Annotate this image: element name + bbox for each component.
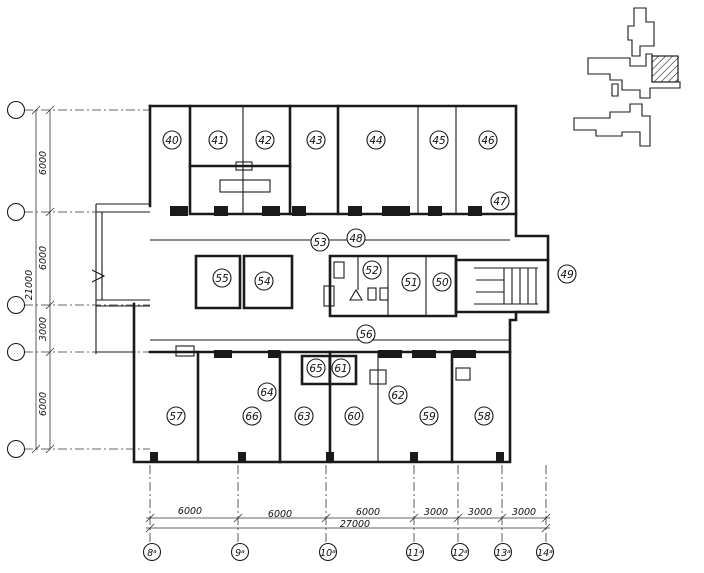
columns: [150, 206, 504, 462]
room-40-label: 40: [165, 135, 179, 147]
room-62-label: 62: [391, 390, 405, 402]
axis-label-10a: 10ᵃ: [320, 548, 336, 559]
room-41-label: 41: [211, 135, 224, 147]
dim-vertical-3: 3000: [38, 317, 49, 341]
room-57-label: 57: [169, 411, 183, 423]
room-66-label: 66: [245, 411, 259, 423]
dim-horizontal-3: 6000: [356, 507, 380, 518]
room-51-label: 51: [404, 277, 417, 289]
dim-horizontal-total: 27000: [340, 519, 370, 530]
room-60-label: 60: [347, 411, 361, 423]
room-42-label: 42: [258, 135, 272, 147]
axis-label-11a: 11ᵃ: [407, 548, 423, 559]
room-58-label: 58: [477, 411, 491, 423]
axis-marker: [6, 295, 26, 315]
axis-marker: [6, 202, 26, 222]
left-axis-markers: [6, 100, 26, 459]
room-50-label: 50: [435, 277, 449, 289]
axis-marker: [6, 439, 26, 459]
dim-vertical-1: 6000: [38, 151, 49, 175]
dim-vertical-4: 6000: [38, 392, 49, 416]
room-53-label: 53: [313, 237, 326, 249]
bottom-axis-markers: 8ᵃ 9ᵃ 10ᵃ 11ᵃ 12ᵃ 13ᵃ 14ᵃ: [142, 542, 555, 562]
room-46-label: 46: [481, 135, 495, 147]
building-walls: [91, 104, 550, 464]
room-59-label: 59: [422, 411, 436, 423]
axis-label-8a: 8ᵃ: [147, 548, 157, 559]
axis-label-9a: 9ᵃ: [235, 548, 245, 559]
room-63-label: 63: [297, 411, 310, 423]
room-56-label: 56: [359, 329, 373, 341]
key-plan: [573, 7, 681, 147]
room-44-label: 44: [369, 135, 382, 147]
room-47-label: 47: [493, 196, 507, 208]
vertical-dimensions: 21000 6000 6000 3000 6000: [24, 105, 55, 454]
dim-horizontal-1: 6000: [178, 506, 202, 517]
room-61-label: 61: [334, 363, 347, 375]
room-43-label: 43: [309, 135, 322, 147]
axis-marker: [6, 100, 26, 120]
room-65-label: 65: [309, 363, 323, 375]
horizontal-dimensions: 6000 6000 6000 3000 3000 3000 27000: [145, 506, 551, 533]
room-45-label: 45: [432, 135, 446, 147]
room-labels: 40 41 42 43 44 45 46 47 48 49 50 51 52 5…: [162, 130, 577, 426]
room-55-label: 55: [215, 273, 229, 285]
key-plan-highlighted-block: [651, 55, 679, 83]
room-52-label: 52: [365, 265, 379, 277]
axis-label-14a: 14ᵃ: [537, 548, 553, 559]
dim-horizontal-4: 3000: [424, 507, 448, 518]
axis-marker: [6, 342, 26, 362]
dim-vertical-2: 6000: [38, 246, 49, 270]
axis-label-12a: 12ᵃ: [452, 548, 468, 559]
room-49-label: 49: [560, 269, 574, 281]
axis-grid: [24, 109, 547, 545]
fixtures: [175, 161, 471, 385]
dim-horizontal-6: 3000: [512, 507, 536, 518]
dim-horizontal-5: 3000: [468, 507, 492, 518]
dim-horizontal-2: 6000: [268, 509, 292, 520]
room-48-label: 48: [349, 233, 363, 245]
dim-vertical-total: 21000: [24, 270, 35, 300]
axis-label-13a: 13ᵃ: [495, 548, 511, 559]
room-54-label: 54: [257, 276, 270, 288]
room-64-label: 64: [260, 387, 273, 399]
